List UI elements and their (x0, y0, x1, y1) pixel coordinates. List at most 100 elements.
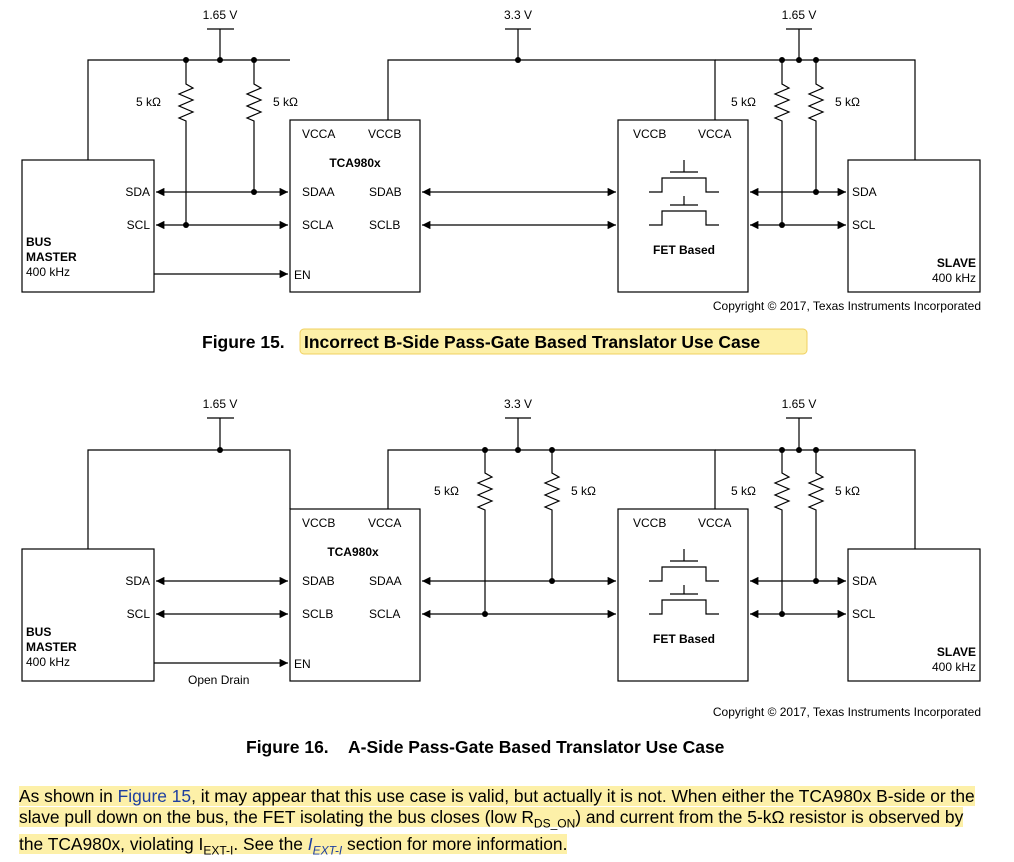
tca-pin: SCLB (302, 607, 333, 621)
supply-label: 1.65 V (782, 8, 817, 22)
master-label: MASTER (26, 640, 77, 654)
open-drain-label: Open Drain (188, 673, 249, 687)
para-text: As shown in (19, 786, 118, 806)
resistor-label: 5 kΩ (835, 484, 860, 498)
master-freq: 400 kHz (26, 655, 70, 669)
slave-sda-label: SDA (852, 574, 877, 588)
slave-scl-label: SCL (852, 607, 876, 621)
resistor-mid-2 (543, 469, 561, 513)
figure-15-link[interactable]: Figure 15 (117, 786, 192, 806)
supply-label: 3.3 V (504, 8, 532, 22)
slave-label: SLAVE (937, 645, 976, 659)
resistor-label: 5 kΩ (731, 484, 756, 498)
tca-name: TCA980x (329, 156, 381, 170)
resistor-left-1 (177, 80, 195, 124)
resistor-right-1 (773, 469, 791, 513)
slave-label: SLAVE (937, 256, 976, 270)
tca-name: TCA980x (327, 545, 379, 559)
tca-pin: SCLA (302, 218, 333, 232)
iext-link-sub[interactable]: EXT-I (312, 843, 343, 858)
paragraph-highlight: As shown in Figure 15, it may appear tha… (19, 786, 975, 858)
body-paragraph: As shown in Figure 15, it may appear tha… (19, 786, 991, 861)
bus-master-box (21, 548, 155, 682)
para-text: , it may appear that this use case is va… (19, 786, 975, 827)
wire-right-rail (715, 449, 916, 549)
iext-subscript: EXT-I (203, 843, 234, 858)
supply-1v65-left (207, 417, 234, 450)
fet-box (617, 119, 749, 293)
master-scl-label: SCL (127, 218, 151, 232)
rdson-subscript: DS_ON (533, 816, 576, 831)
master-label: MASTER (26, 250, 77, 264)
fet-label: FET Based (653, 632, 715, 646)
tca-en: EN (294, 657, 311, 671)
slave-freq: 400 kHz (932, 271, 976, 285)
resistor-label: 5 kΩ (434, 484, 459, 498)
figure-number: Figure 15. (202, 332, 285, 352)
para-text: . See the (233, 834, 308, 855)
wire-right-rail (715, 59, 916, 160)
supply-label: 1.65 V (203, 397, 238, 411)
resistor-label: 5 kΩ (835, 95, 860, 109)
wire-left-rail (87, 449, 291, 549)
resistor-label: 5 kΩ (136, 95, 161, 109)
resistor-right-2 (807, 80, 825, 124)
fet-box (617, 508, 749, 682)
iext-section-link[interactable]: IEXT-I (307, 834, 342, 857)
slave-scl-label: SCL (852, 218, 876, 232)
resistor-label: 5 kΩ (571, 484, 596, 498)
master-label: BUS (26, 625, 51, 639)
supply-3v3 (505, 28, 531, 60)
bus-master-box (21, 159, 155, 293)
figure-number: Figure 16. (246, 737, 329, 757)
tca980x-box (289, 508, 421, 682)
fet-symbol (649, 549, 719, 615)
tca-en: EN (294, 268, 311, 282)
copyright: Copyright © 2017, Texas Instruments Inco… (713, 705, 981, 719)
fet-vcc-right: VCCA (698, 516, 731, 530)
slave-sda-label: SDA (852, 185, 877, 199)
supply-3v3 (505, 417, 531, 450)
fet-label: FET Based (653, 243, 715, 257)
tca-pin: SCLB (369, 218, 400, 232)
slave-box (847, 548, 981, 682)
caption-highlight (299, 328, 808, 355)
iext-link-main[interactable]: I (307, 834, 313, 855)
resistor-right-2 (807, 469, 825, 513)
supply-label: 1.65 V (203, 8, 238, 22)
fet-vcc-left: VCCB (633, 516, 666, 530)
tca980x-box (289, 119, 421, 293)
tca-vcc-left: VCCA (302, 127, 335, 141)
supply-1v65-right (786, 417, 812, 450)
fet-symbol (649, 160, 719, 226)
figure-16 (21, 417, 981, 682)
master-sda-label: SDA (125, 185, 150, 199)
supply-1v65-left (207, 28, 234, 60)
para-text: ) and current from the 5-kΩ resistor is … (19, 806, 964, 855)
slave-freq: 400 kHz (932, 660, 976, 674)
junction-dots-fig16 (217, 447, 819, 617)
tca-vcc-left: VCCB (302, 516, 335, 530)
tca-vcc-right: VCCA (368, 516, 401, 530)
copyright: Copyright © 2017, Texas Instruments Inco… (713, 299, 981, 313)
master-freq: 400 kHz (26, 265, 70, 279)
resistor-label: 5 kΩ (273, 95, 298, 109)
supply-label: 3.3 V (504, 397, 532, 411)
resistor-mid-1 (476, 469, 494, 513)
resistor-right-1 (773, 80, 791, 124)
tca-pin: SDAA (302, 185, 335, 199)
slave-box (847, 159, 981, 293)
fet-vcc-left: VCCB (633, 127, 666, 141)
master-label: BUS (26, 235, 51, 249)
tca-pin: SDAB (302, 574, 335, 588)
figure-15 (21, 28, 981, 293)
master-sda-label: SDA (125, 574, 150, 588)
supply-label: 1.65 V (782, 397, 817, 411)
resistor-label: 5 kΩ (731, 95, 756, 109)
figure-title: A-Side Pass-Gate Based Translator Use Ca… (348, 737, 725, 757)
tca-pin: SDAA (369, 574, 402, 588)
tca-pin: SDAB (369, 185, 402, 199)
fet-vcc-right: VCCA (698, 127, 731, 141)
master-scl-label: SCL (127, 607, 151, 621)
